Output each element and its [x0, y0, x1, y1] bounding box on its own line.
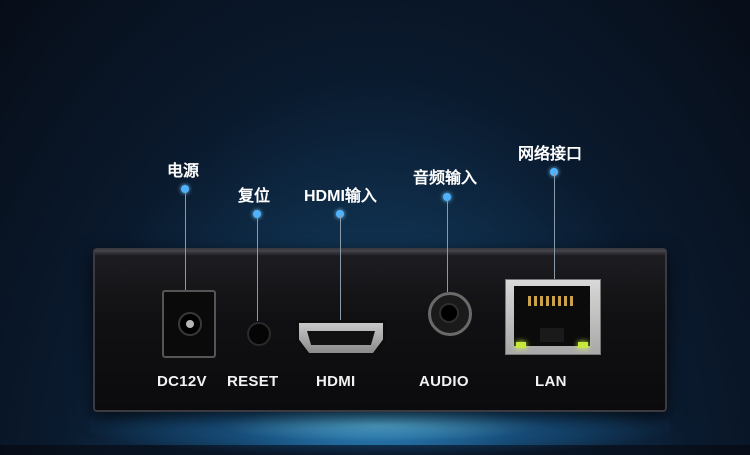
callout-hdmi: HDMI输入 — [304, 188, 377, 205]
port-label-audio: AUDIO — [419, 373, 469, 390]
callout-network: 网络接口 — [518, 146, 583, 163]
audio-jack — [428, 292, 472, 336]
reset-button — [247, 322, 271, 346]
lan-port-contacts — [528, 296, 576, 306]
callout-dot-network — [550, 168, 558, 176]
callout-audio: 音频输入 — [413, 170, 478, 187]
port-label-dc: DC12V — [157, 373, 207, 390]
callout-power: 电源 — [167, 163, 200, 180]
hdmi-port-shell — [299, 323, 383, 353]
callout-dot-power — [181, 185, 189, 193]
port-label-hdmi: HDMI — [316, 373, 356, 390]
callout-line-power — [185, 190, 186, 290]
callout-line-reset — [257, 215, 258, 321]
callout-dot-audio — [443, 193, 451, 201]
dc-power-jack — [162, 290, 216, 358]
callout-reset: 复位 — [238, 188, 271, 205]
lan-led-left — [516, 342, 526, 348]
dc-jack-socket — [178, 312, 202, 336]
port-label-reset: RESET — [227, 373, 279, 390]
audio-jack-hole — [439, 303, 459, 323]
callout-line-network — [554, 173, 555, 279]
lan-port-tab — [540, 328, 564, 342]
dc-jack-pin — [186, 320, 194, 328]
lan-port-opening — [514, 286, 590, 346]
callout-dot-hdmi — [336, 210, 344, 218]
port-label-lan: LAN — [535, 373, 567, 390]
callout-dot-reset — [253, 210, 261, 218]
hdmi-port-core — [307, 331, 375, 345]
lan-port — [505, 279, 601, 355]
callout-line-hdmi — [340, 215, 341, 320]
lan-led-right — [578, 342, 588, 348]
device-top-rim — [95, 250, 665, 256]
callout-line-audio — [447, 198, 448, 292]
hdmi-port — [296, 320, 386, 356]
